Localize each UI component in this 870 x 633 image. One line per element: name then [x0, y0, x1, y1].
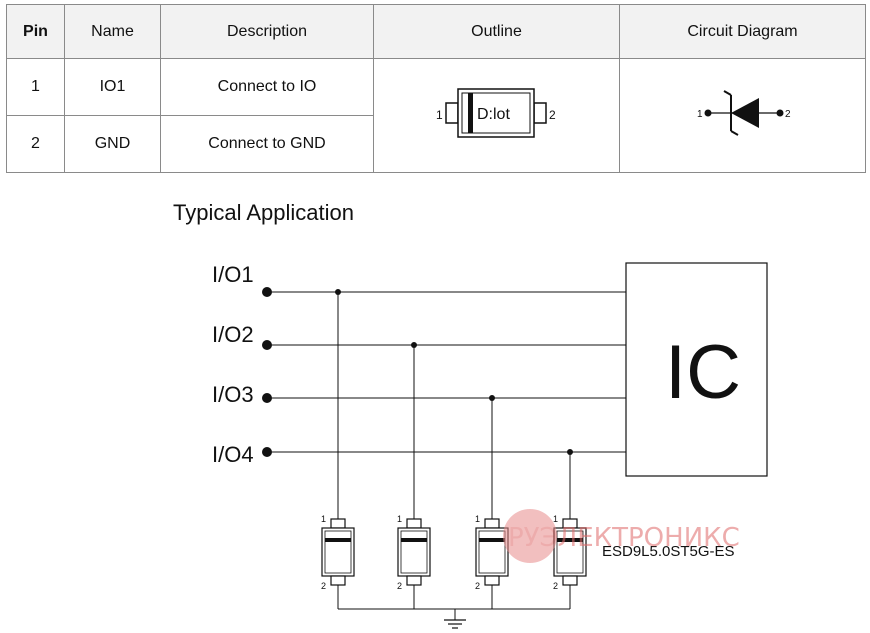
outline-pin1-label: 1	[436, 108, 443, 122]
ic-label: IC	[665, 330, 741, 415]
circuit-pin2-label: 2	[785, 109, 791, 120]
cell-description: Connect to IO	[160, 58, 374, 116]
cell-name: GND	[64, 115, 161, 173]
io-label-2: I/O2	[212, 322, 254, 347]
outline-cell: D:lot 1 2	[373, 58, 620, 173]
esd-diode-1: 1 2	[321, 514, 355, 591]
diode-pin1-label: 1	[321, 514, 326, 524]
esd-diode-4: 1 2	[553, 514, 587, 591]
ic-box	[625, 262, 768, 477]
part-number-label: ESD9L5.0ST5G-ES	[602, 543, 735, 560]
diode-pin2-label: 2	[321, 581, 326, 591]
header-pin: Pin	[6, 4, 65, 59]
outline-pin2-label: 2	[549, 108, 556, 122]
io-label-4: I/O4	[212, 442, 254, 467]
io-label-1: I/O1	[212, 262, 254, 287]
header-circuit-diagram: Circuit Diagram	[619, 4, 866, 59]
io-line-1: I/O1	[212, 262, 626, 519]
esd-diode-2: 1 2	[397, 514, 431, 591]
header-outline: Outline	[373, 4, 620, 59]
cell-description: Connect to GND	[160, 115, 374, 173]
diode-pin2-label: 2	[553, 581, 558, 591]
io-label-3: I/O3	[212, 382, 254, 407]
diode-pin1-label: 1	[475, 514, 480, 524]
diode-pin2-label: 2	[397, 581, 402, 591]
cell-pin: 2	[6, 115, 65, 173]
circuit-cell: 1 2	[619, 58, 866, 173]
tvs-diode-symbol-icon: 1 2	[697, 90, 791, 136]
io-line-4: I/O4	[212, 442, 626, 519]
esd-diode-3: 1 2	[475, 514, 509, 591]
cell-pin: 1	[6, 58, 65, 116]
watermark: РУЭЛЕКТРОНИКС	[503, 509, 740, 563]
circuit-pin1-label: 1	[697, 109, 703, 120]
diode-pin1-label: 1	[553, 514, 558, 524]
ground-icon	[444, 609, 466, 629]
table-row: 1 IO1 Connect to IO D:lot 1 2	[6, 58, 866, 173]
io-line-3: I/O3	[212, 382, 626, 519]
table-header-row: Pin Name Description Outline Circuit Dia…	[6, 4, 866, 59]
pin-table: Pin Name Description Outline Circuit Dia…	[6, 4, 866, 173]
package-outline-icon: D:lot 1 2	[436, 88, 556, 138]
diode-pin2-label: 2	[475, 581, 480, 591]
section-title: Typical Application	[173, 200, 354, 225]
diode-pin1-label: 1	[397, 514, 402, 524]
outline-marking: D:lot	[477, 106, 510, 123]
watermark-text: РУЭЛЕКТРОНИКС	[508, 523, 740, 553]
cell-name: IO1	[64, 58, 161, 116]
io-line-2: I/O2	[212, 322, 626, 519]
table-row: 2 GND Connect to GND	[6, 115, 866, 173]
